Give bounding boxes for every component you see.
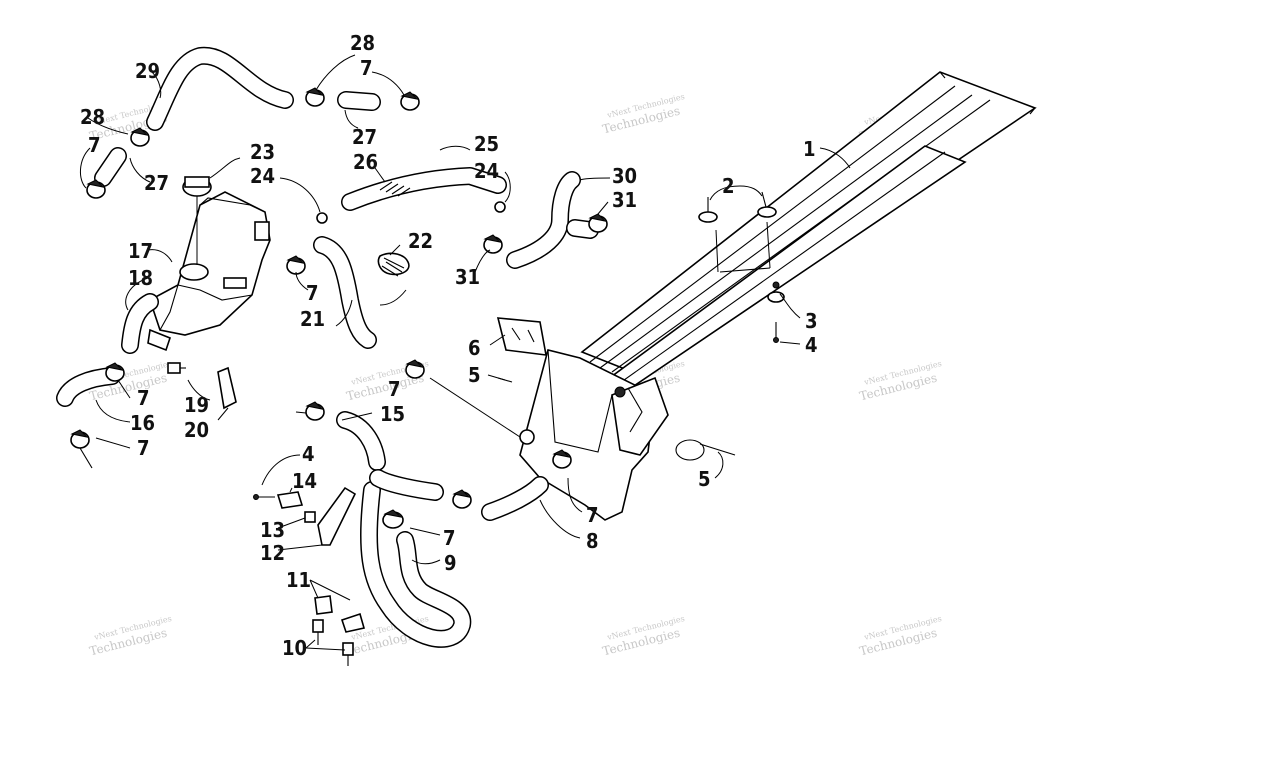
hoses (56, 46, 599, 648)
label-part-15: 15 (380, 402, 405, 426)
label-part-6: 6 (468, 336, 481, 360)
label-part-8: 8 (586, 529, 599, 553)
coolant-tank (147, 157, 271, 352)
hose-clamps (70, 87, 608, 529)
label-part-27: 27 (144, 171, 169, 195)
leader-lines (80, 54, 851, 651)
label-part-16: 16 (130, 411, 155, 435)
label-part-4: 4 (302, 442, 315, 466)
label-part-9: 9 (444, 551, 457, 575)
label-part-21: 21 (300, 307, 325, 331)
label-part-4: 4 (805, 333, 818, 357)
label-part-7: 7 (360, 56, 373, 80)
heat-exchanger-rails (580, 71, 1037, 393)
mounting-hardware (167, 362, 366, 666)
label-part-19: 19 (184, 393, 209, 417)
rear-heat-exchanger-body (429, 317, 736, 521)
label-part-24: 24 (474, 159, 499, 183)
label-part-20: 20 (184, 418, 209, 442)
label-part-7: 7 (137, 436, 150, 460)
label-part-5: 5 (468, 363, 481, 387)
label-part-28: 28 (350, 31, 375, 55)
label-part-18: 18 (128, 266, 153, 290)
label-part-13: 13 (260, 518, 285, 542)
label-part-24: 24 (250, 164, 275, 188)
label-part-23: 23 (250, 140, 275, 164)
label-part-7: 7 (137, 386, 150, 410)
label-part-3: 3 (805, 309, 818, 333)
bleed-fittings (698, 191, 785, 343)
label-part-7: 7 (88, 133, 101, 157)
label-part-22: 22 (408, 229, 433, 253)
label-part-7: 7 (443, 526, 456, 550)
label-part-10: 10 (282, 636, 307, 660)
label-part-17: 17 (128, 239, 153, 263)
label-part-11: 11 (286, 568, 311, 592)
label-part-2: 2 (722, 174, 735, 198)
label-part-30: 30 (612, 164, 637, 188)
label-part-7: 7 (586, 503, 599, 527)
label-part-14: 14 (292, 469, 317, 493)
label-part-7: 7 (388, 377, 401, 401)
label-part-12: 12 (260, 541, 285, 565)
part-number-labels: 1 2 3 4 4 5 5 6 7 7 7 7 7 7 7 7 8 9 10 1… (80, 31, 818, 660)
label-part-27: 27 (352, 125, 377, 149)
label-part-28: 28 (80, 105, 105, 129)
label-part-25: 25 (474, 132, 499, 156)
label-part-1: 1 (803, 137, 816, 161)
label-part-7: 7 (306, 281, 319, 305)
label-part-31: 31 (455, 265, 480, 289)
label-part-31: 31 (612, 188, 637, 212)
label-part-26: 26 (353, 150, 378, 174)
label-part-5: 5 (698, 467, 711, 491)
label-part-29: 29 (135, 59, 160, 83)
